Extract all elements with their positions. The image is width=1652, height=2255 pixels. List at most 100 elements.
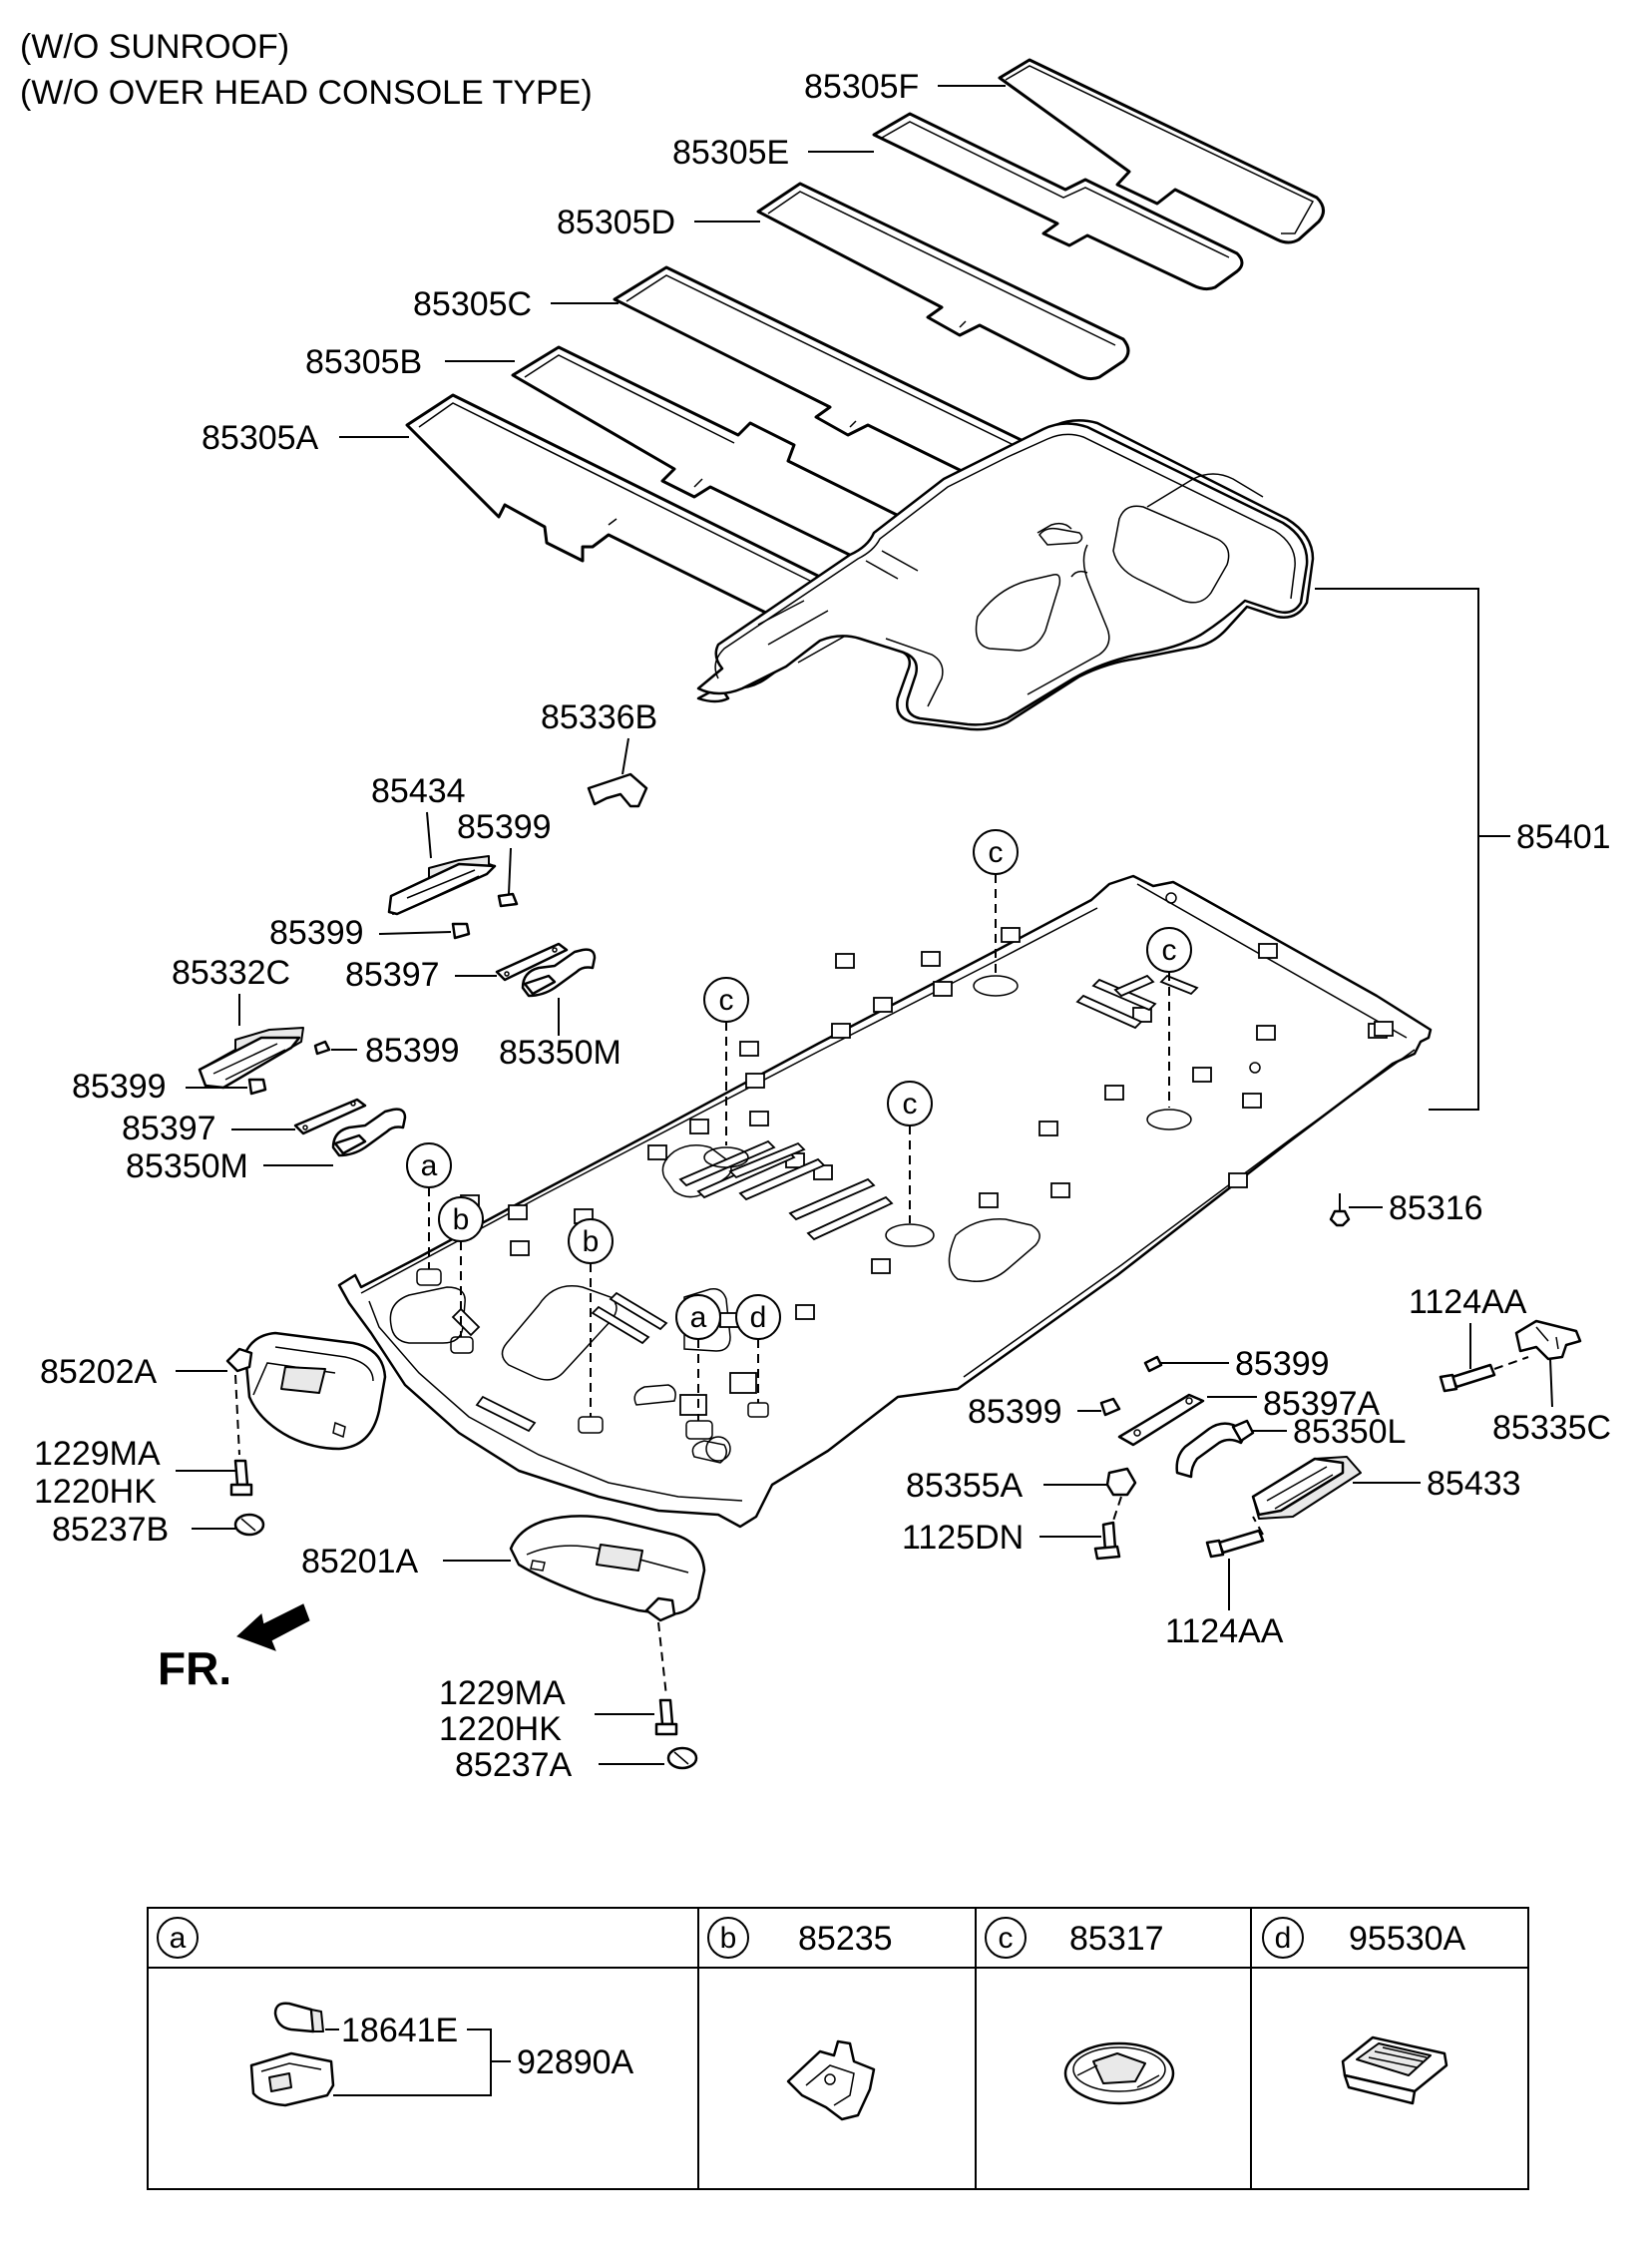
legend-table: a b 85235 c 85317 d 95530A 18641E 92890A [147, 1907, 1529, 2190]
part-85350M-2 [331, 1108, 407, 1157]
table-a-sub2: 92890A [517, 2043, 634, 2081]
label-85350L: 85350L [1293, 1413, 1406, 1451]
clip-85399-5 [1143, 1355, 1163, 1373]
callout-c-2-letter: c [1162, 934, 1177, 967]
clip-85399-2 [451, 922, 471, 940]
front-label: FR. [158, 1642, 231, 1694]
label-85355A: 85355A [906, 1467, 1024, 1505]
plug-85317-icon [1063, 2041, 1175, 2105]
part-85355A [1105, 1467, 1137, 1497]
label-1220HK-1: 1220HK [34, 1473, 157, 1511]
clip-85235-icon [786, 2039, 876, 2121]
callout-d-1: d [735, 1294, 781, 1418]
label-85202A: 85202A [40, 1353, 158, 1391]
clip-85399-6 [1099, 1397, 1121, 1417]
part-85434 [387, 855, 497, 916]
front-arrow-icon [236, 1603, 310, 1651]
label-85237B: 85237B [52, 1511, 169, 1549]
cap-85237B [233, 1513, 265, 1537]
callout-b-1-letter: b [453, 1203, 470, 1236]
label-85305B: 85305B [305, 343, 422, 381]
clip-85399-4 [247, 1078, 267, 1096]
callout-a-2: a [675, 1294, 721, 1440]
label-85433: 85433 [1427, 1465, 1521, 1503]
label-85350M-1: 85350M [499, 1034, 621, 1072]
table-col-b-letter: b [720, 1922, 737, 1955]
clip-85399-3 [313, 1040, 331, 1056]
part-85433 [1251, 1456, 1362, 1520]
label-85305C: 85305C [413, 285, 532, 323]
label-85332C: 85332C [172, 954, 290, 992]
callout-c-2: c [1146, 927, 1192, 1130]
lamp-bulb-icon [273, 2002, 324, 2033]
label-85399-3: 85399 [365, 1032, 460, 1070]
label-85305E: 85305E [672, 134, 789, 172]
part-85332C [198, 1027, 304, 1090]
mic-95530A-icon [1341, 2035, 1448, 2105]
label-1124AA-2: 1124AA [1165, 1612, 1284, 1650]
headliner-bars [451, 974, 1199, 1433]
label-85305A: 85305A [202, 419, 319, 457]
part-85350M-1 [521, 948, 597, 998]
screw-1125DN [1093, 1521, 1121, 1561]
callout-a-1-letter: a [421, 1149, 438, 1182]
label-1220HK-2: 1220HK [439, 1710, 562, 1748]
part-85316 [1329, 1193, 1351, 1227]
label-85401: 85401 [1516, 818, 1611, 856]
callout-c-1-letter: c [989, 836, 1004, 869]
label-85399-5: 85399 [1235, 1345, 1330, 1383]
table-col-c-part: 85317 [1069, 1920, 1164, 1958]
label-85335C: 85335C [1492, 1409, 1611, 1447]
part-85397-1 [495, 942, 569, 982]
label-85397A: 85397A [1263, 1385, 1381, 1423]
screw-1229MA-1 [229, 1459, 253, 1497]
room-lamp-icon [249, 2051, 335, 2107]
label-85399-2: 85399 [269, 914, 364, 952]
callout-c-3: c [703, 977, 749, 1168]
label-85399-4: 85399 [72, 1068, 167, 1106]
label-85305D: 85305D [557, 204, 675, 241]
table-a-sub1: 18641E [341, 2012, 458, 2049]
callout-b-1: b [438, 1196, 484, 1354]
label-1124AA-1: 1124AA [1409, 1283, 1527, 1321]
part-85336B [587, 772, 648, 808]
table-col-a-letter: a [170, 1922, 187, 1955]
sunvisor-85201A [509, 1515, 706, 1622]
callout-d-1-letter: d [750, 1301, 767, 1334]
table-col-d-part: 95530A [1349, 1920, 1466, 1958]
part-85350L [1175, 1419, 1255, 1479]
label-85399-1: 85399 [457, 808, 552, 846]
callout-b-2-letter: b [583, 1225, 600, 1258]
label-1229MA-2: 1229MA [439, 1674, 566, 1712]
header-line-2: (W/O OVER HEAD CONSOLE TYPE) [20, 74, 593, 112]
label-85201A: 85201A [301, 1543, 419, 1580]
callout-c-4-letter: c [903, 1088, 918, 1121]
callout-c-4: c [885, 1081, 935, 1247]
callout-b-2: b [568, 1218, 614, 1434]
pad-85305D [756, 182, 1130, 381]
headliner-upper-pad [696, 419, 1315, 731]
part-85397A [1117, 1393, 1205, 1447]
label-1229MA-1: 1229MA [34, 1435, 161, 1473]
label-85350M-2: 85350M [126, 1147, 248, 1185]
callout-c-1: c [973, 829, 1019, 997]
pad-85305F [998, 58, 1325, 244]
label-85336B: 85336B [541, 698, 657, 736]
part-85335C [1514, 1319, 1582, 1361]
label-85397-1: 85397 [345, 956, 440, 994]
label-85305F: 85305F [804, 68, 919, 106]
table-col-c-letter: c [999, 1922, 1014, 1955]
callout-a-2-letter: a [690, 1301, 707, 1334]
label-85237A: 85237A [455, 1746, 573, 1784]
callout-c-3-letter: c [719, 984, 734, 1017]
part-85397-2 [293, 1098, 367, 1135]
table-col-b-part: 85235 [798, 1920, 893, 1958]
sunvisor-85202A [225, 1331, 387, 1451]
table-col-d-letter: d [1275, 1922, 1292, 1955]
label-85397-2: 85397 [122, 1110, 216, 1147]
label-1125DN: 1125DN [902, 1519, 1024, 1557]
label-85316: 85316 [1389, 1189, 1483, 1227]
clip-85399-1 [497, 892, 519, 908]
callout-a-1: a [406, 1142, 452, 1286]
